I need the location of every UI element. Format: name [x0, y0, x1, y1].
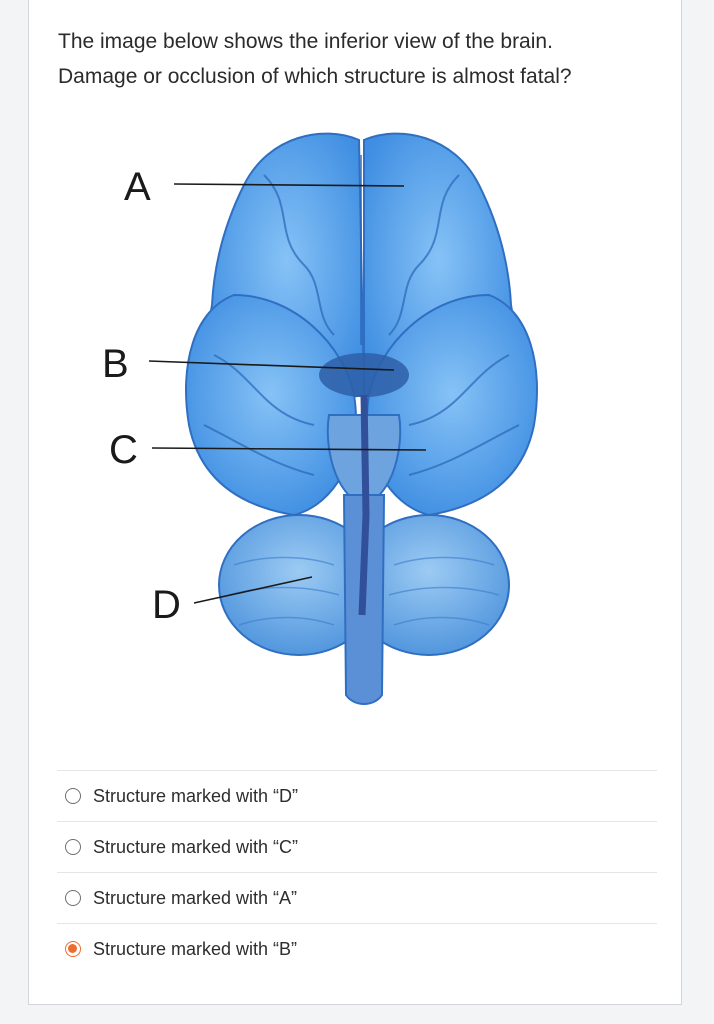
option-label: Structure marked with “B”	[93, 938, 298, 959]
radio-button-selected-icon[interactable]	[65, 941, 81, 957]
marker-d: D	[152, 583, 181, 627]
option-label: Structure marked with “C”	[93, 836, 299, 857]
option-c[interactable]: Structure marked with “C”	[57, 821, 657, 872]
question-line-1: The image below shows the inferior view …	[58, 30, 553, 53]
option-label: Structure marked with “D”	[93, 785, 299, 806]
option-label: Structure marked with “A”	[93, 887, 298, 908]
question-text: The image below shows the inferior view …	[58, 24, 658, 94]
option-b[interactable]: Structure marked with “B”	[57, 923, 657, 974]
leader-line-c	[151, 447, 427, 451]
basilar-artery	[358, 394, 370, 616]
answer-options: Structure marked with “D” Structure mark…	[57, 770, 657, 974]
leader-line-b	[148, 360, 395, 371]
radio-button-icon[interactable]	[65, 788, 81, 804]
question-line-2: Damage or occlusion of which structure i…	[58, 65, 572, 88]
brain-inferior-view-image: A B C D	[64, 95, 654, 720]
leader-line-d	[193, 576, 313, 604]
option-d[interactable]: Structure marked with “D”	[57, 770, 657, 821]
brain-illustration: A B C D	[102, 132, 538, 705]
marker-a: A	[124, 165, 151, 209]
marker-b: B	[102, 342, 129, 386]
option-a[interactable]: Structure marked with “A”	[57, 872, 657, 923]
radio-button-icon[interactable]	[65, 839, 81, 855]
question-card: The image below shows the inferior view …	[28, 0, 682, 1005]
leader-line-a	[173, 183, 405, 187]
radio-button-icon[interactable]	[65, 890, 81, 906]
circle-of-willis	[319, 353, 409, 397]
marker-c: C	[109, 428, 138, 472]
